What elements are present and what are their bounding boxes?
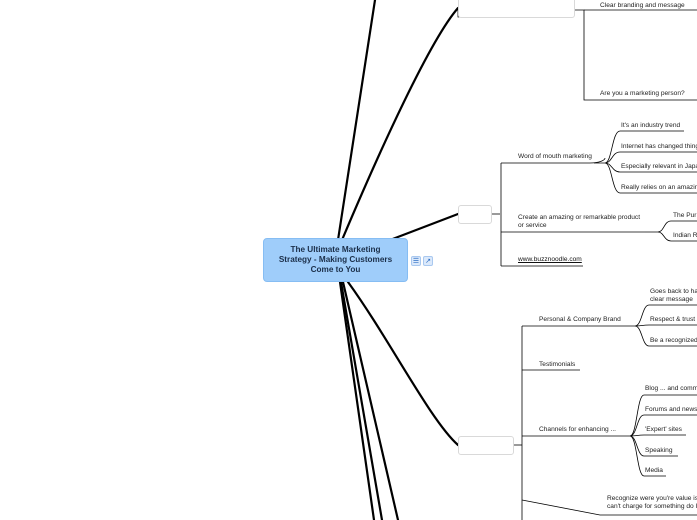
topic-relevant-japan[interactable]: Especially relevant in Japan <box>621 163 697 170</box>
topic-relies-amazing[interactable]: Really relies on an amazing <box>621 184 697 191</box>
topic-media[interactable]: Media <box>645 467 663 474</box>
topic-blog[interactable]: Blog ... and comm <box>645 385 697 392</box>
topic-clear-message[interactable]: Goes back to having a clear message <box>650 288 697 303</box>
branch-line-down-3 <box>341 280 400 520</box>
branch-line-down-2 <box>339 280 384 520</box>
topic-box-buzz[interactable] <box>458 205 492 224</box>
topic-expert-sites[interactable]: 'Expert' sites <box>645 426 682 433</box>
branch-line-trust <box>346 280 460 447</box>
topic-create-amazing[interactable]: Create an amazing or remarkable product … <box>518 214 641 229</box>
topic-respect-trust[interactable]: Respect & trust <box>650 316 696 323</box>
list-icon[interactable]: ☰ <box>411 256 421 266</box>
topic-speaking[interactable]: Speaking <box>645 447 673 454</box>
topic-personal-brand[interactable]: Personal & Company Brand <box>539 316 621 323</box>
branch-line-up <box>336 0 377 242</box>
topic-forums[interactable]: Forums and news <box>645 406 697 413</box>
branch-line-buzz <box>388 212 460 242</box>
topic-testimonials[interactable]: Testimonials <box>539 361 576 368</box>
topic-clear-branding[interactable]: Clear branding and message <box>600 2 685 9</box>
topic-industry-trend[interactable]: It's an industry trend <box>621 122 681 129</box>
branch-line-down-1 <box>338 280 376 520</box>
topic-the-pur[interactable]: The Pur <box>673 212 697 219</box>
external-link-icon[interactable]: ↗ <box>423 256 433 266</box>
topic-channels[interactable]: Channels for enhancing ... <box>539 426 616 433</box>
link-buzznoodle[interactable]: www.buzznoodle.com <box>518 256 582 263</box>
topic-indian-r[interactable]: Indian R <box>673 232 697 239</box>
topic-recognized[interactable]: Be a recognized <box>650 337 697 344</box>
topic-word-of-mouth[interactable]: Word of mouth marketing <box>518 153 592 160</box>
central-topic-label: The Ultimate Marketing Strategy - Making… <box>278 245 393 274</box>
central-topic[interactable]: The Ultimate Marketing Strategy - Making… <box>263 238 408 282</box>
topic-marketing-person[interactable]: Are you a marketing person? <box>600 90 685 97</box>
branch-line-top <box>340 6 460 242</box>
topic-box-top[interactable] <box>458 0 575 18</box>
topic-box-trust[interactable] <box>458 436 514 455</box>
topic-recognize-value[interactable]: Recognize were you're value is; can't ch… <box>607 495 697 510</box>
topic-internet-changed[interactable]: Internet has changed things <box>621 143 697 150</box>
